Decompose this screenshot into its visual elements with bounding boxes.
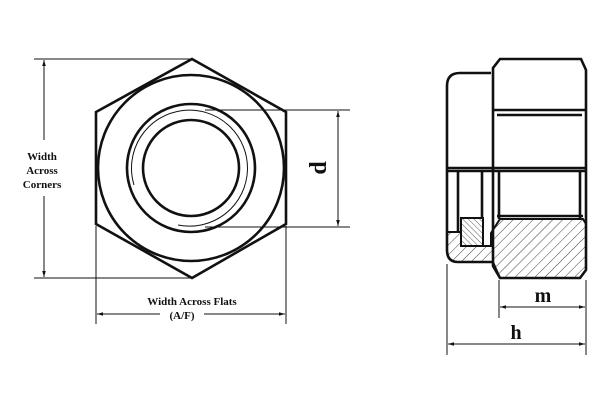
bore-circle [141, 118, 241, 218]
af-label: Width Across Flats [147, 296, 237, 308]
d-label: d [306, 161, 332, 175]
hex-outline [94, 57, 288, 280]
thread-arc [131, 109, 248, 227]
ring-outer-circle [125, 102, 257, 234]
front-view: Width Across Corners d Width Across Flat… [23, 57, 350, 324]
h-label: h [510, 322, 521, 344]
wac-label-2: Across [26, 165, 58, 177]
wac-label-3: Corners [23, 179, 62, 191]
hex-body-outline [491, 57, 588, 280]
washer-face-circle [96, 73, 286, 263]
nylon-insert-section [460, 217, 484, 247]
af-abbrev-label: (A/F) [169, 310, 194, 322]
wac-label-1: Width [27, 151, 57, 163]
side-view: m h [445, 57, 588, 355]
m-label: m [535, 285, 552, 307]
